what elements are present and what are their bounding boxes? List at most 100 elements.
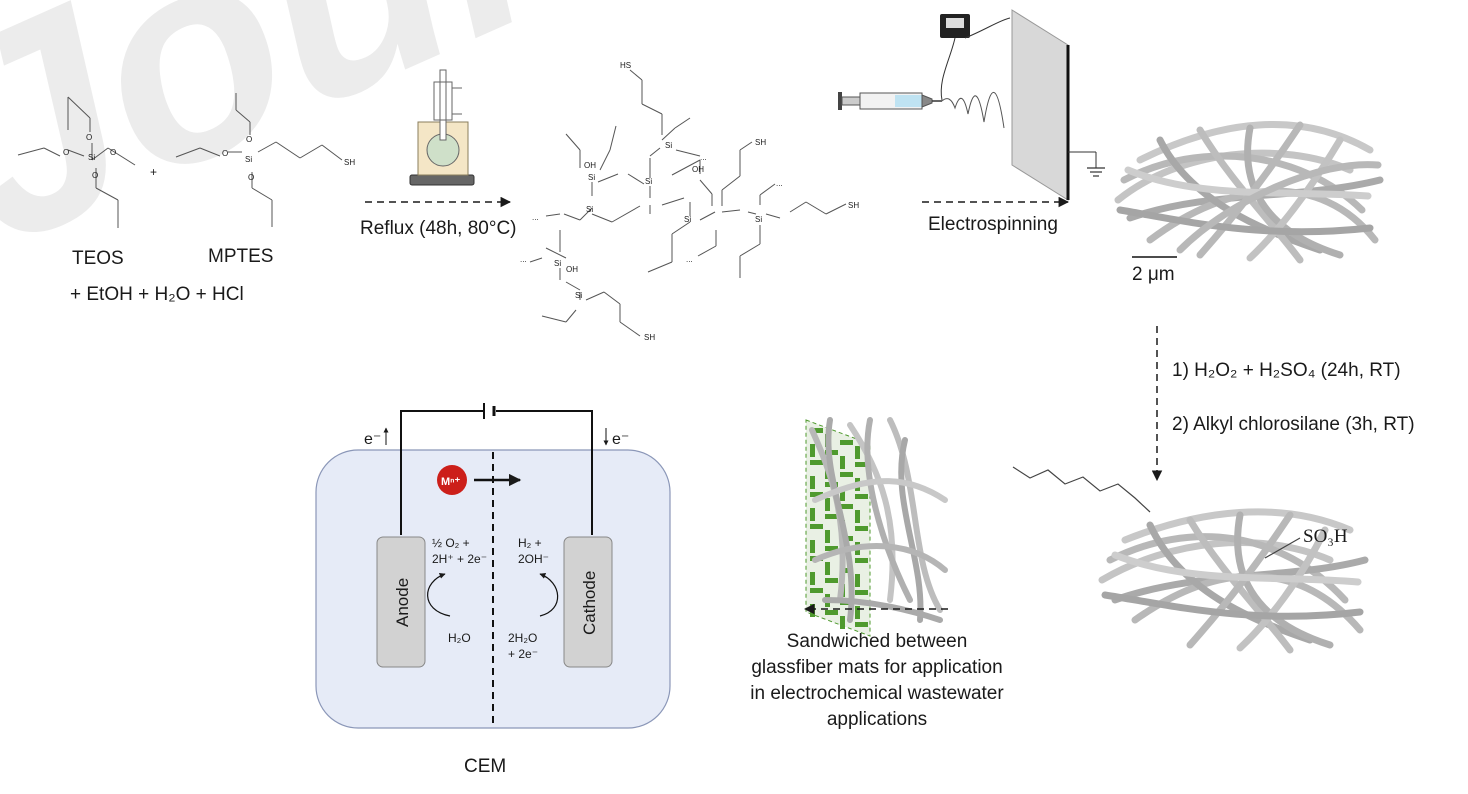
electrospinning-setup [838,9,1105,201]
weave-strand [825,562,830,575]
journal-watermark: Journal [0,0,987,307]
weave-strand [855,446,860,459]
step1-label: 1) H₂O₂ + H₂SO₄ (24h, RT) [1172,360,1401,381]
weave-strand [855,606,860,619]
mptes-o-top: O [246,135,252,144]
weave-strand [855,558,868,563]
weave-strand [810,444,815,457]
weave-strand [855,494,868,499]
network-si-5: Si [684,215,691,224]
weave-strand [810,508,815,521]
teos-label: TEOS [72,248,124,269]
weave-strand [810,492,823,497]
weave-strand [855,462,868,467]
cathode-h2o-line-1: 2H₂O [508,631,537,645]
network-sh-3: SH [644,333,655,342]
electron-label-left: e⁻ [364,431,381,448]
cathode-cycle-arrow [539,573,559,617]
cathode-electrode [563,536,613,668]
mptes-o-left: O [222,149,228,158]
electrospinning-label: Electrospinning [928,214,1058,235]
weave-strand [840,488,845,501]
electron-label-right: e⁻ [612,431,629,448]
so3h-tether [1264,537,1301,559]
anode-electrode [376,536,426,668]
network-si-2: Si [645,177,652,186]
circuit-right-wire [496,410,593,535]
weave-strand [840,472,853,477]
weave-strand [810,572,815,585]
scale-bar-label: 2 μm [1132,264,1175,285]
network-dots-1: ... [532,213,539,222]
reflux-label: Reflux (48h, 80°C) [360,218,517,239]
network-hs: HS [620,61,631,70]
weave-strand [840,504,853,509]
teos-o-left: O [63,148,69,157]
weave-strand [840,616,845,629]
weave-strand [855,574,860,587]
mptes-o-bottom: O [248,173,254,182]
sol-gel-network [529,69,847,337]
sandwich-line-1: Sandwiched between [787,631,968,652]
weave-strand [825,498,830,511]
anode-rxn-line-1: ½ O₂ + [432,536,470,550]
mptes-si: Si [245,155,252,164]
mptes-label: MPTES [208,246,273,267]
weave-strand [855,590,868,595]
anode-label: Anode [393,578,412,627]
weave-strand [810,460,823,465]
sandwich-mat [805,417,948,637]
network-dots-4: ... [686,255,693,264]
cathode-label: Cathode [580,571,599,635]
nanofiber-mat [1114,121,1384,264]
mptes-sh: SH [344,158,355,167]
teos-o-bottom: O [92,171,98,180]
weave-strand [840,440,853,445]
metal-ion-label: Mⁿ⁺ [441,476,461,488]
anode-rxn-line-2: 2H⁺ + 2e⁻ [432,552,487,566]
functionalized-fiber-mat [1098,508,1369,654]
weave-strand [810,540,815,553]
teos-o-top: O [86,133,92,142]
network-sh-1: SH [755,138,766,147]
teos-structure [17,96,136,228]
weave-strand [840,568,853,573]
network-oh-3: OH [566,265,578,274]
network-sh-2: SH [848,201,859,210]
weave-strand [825,514,838,519]
reagents-label: + EtOH + H₂O + HCl [70,284,244,305]
cathode-rxn-line-1: H₂ + [518,536,542,550]
plus-sign: + [150,165,157,179]
electrochemical-cell: e⁻ e⁻ Mⁿ⁺ Anode Cathode ½ O₂ + 2H⁺ + 2e⁻… [315,403,671,729]
weave-strand [810,588,823,593]
weave-strand [825,546,838,551]
cathode-rxn-line-2: 2OH⁻ [518,552,549,566]
cathode-h2o-line-2: + 2e⁻ [508,647,538,661]
network-si-1: Si [665,141,672,150]
cem-label: CEM [464,756,506,777]
network-si-4: Si [586,205,593,214]
alkyl-chain [1012,466,1151,513]
network-oh-1: OH [584,161,596,170]
teos-o-right: O [110,148,116,157]
network-dots-3: ... [700,153,707,162]
weave-strand [855,526,868,531]
weave-strand [810,476,815,489]
reflux-apparatus [409,69,475,186]
weave-strand [855,510,860,523]
network-dots-5: ... [776,179,783,188]
network-dots-2: ... [520,255,527,264]
sandwich-line-4: applications [827,709,927,730]
teos-si: Si [88,153,95,162]
weave-strand [855,622,868,627]
so3h-label: SO₃H [1303,526,1348,547]
weave-strand [825,578,838,583]
weave-strand [810,524,823,529]
weave-strand [810,428,823,433]
network-si-3: Si [588,173,595,182]
network-si-7: Si [554,259,561,268]
network-si-8: Si [575,291,582,300]
metal-ion [437,465,467,495]
